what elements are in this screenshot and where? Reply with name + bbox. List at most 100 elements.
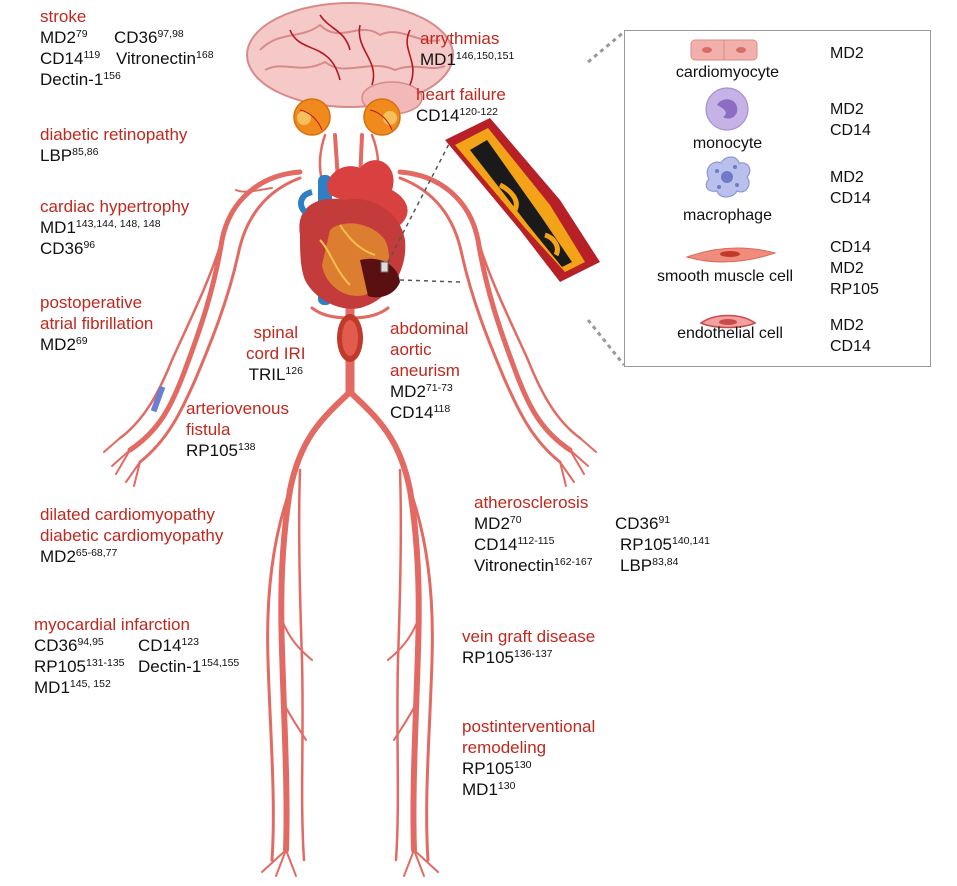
condition-myocardial-infarction: myocardial infarction CD3694,95 CD14123 … — [34, 614, 264, 698]
condition-diabetic-retinopathy: diabetic retinopathy LBP85,86 — [40, 124, 187, 166]
cell-type-legend: cardiomyocyte MD2 monocyte MD2 CD14 macr… — [624, 30, 931, 367]
marker-label: MD2 — [830, 317, 864, 334]
condition-postinterventional-remodeling: postinterventional remodeling RP105130 M… — [462, 716, 595, 800]
marker-label: MD2 — [830, 45, 864, 62]
cell-markers-monocyte: MD2 CD14 — [830, 99, 871, 141]
left-arm-vessels — [103, 169, 303, 487]
marker-label: RP105 — [830, 281, 879, 298]
condition-title-line1: abdominal — [390, 319, 469, 338]
marker-dectin1: Dectin-1156 — [40, 70, 121, 89]
marker-rp105: RP105138 — [186, 441, 256, 460]
cardiomyocyte-icon — [690, 39, 758, 61]
condition-vein-graft-disease: vein graft disease RP105136-137 — [462, 626, 595, 668]
right-arm-vessels — [397, 169, 597, 487]
marker-md1: MD1146,150,151 — [420, 50, 515, 69]
marker-rp105: RP105140,141 — [620, 535, 710, 554]
marker-label: CD14 — [830, 239, 871, 256]
condition-title-line2: cord IRI — [246, 344, 306, 363]
cell-illustrations — [685, 39, 777, 329]
marker-label: CD14 — [830, 190, 871, 207]
condition-title: cardiac hypertrophy — [40, 197, 190, 216]
condition-title-line2: remodeling — [462, 738, 547, 757]
marker-cd14: CD14119 — [40, 49, 101, 68]
condition-title: myocardial infarction — [34, 615, 190, 634]
cell-markers-macrophage: MD2 CD14 — [830, 167, 871, 209]
marker-dectin1: Dectin-1154,155 — [138, 657, 240, 676]
condition-title-line1: postinterventional — [462, 717, 596, 736]
condition-title: heart failure — [416, 85, 506, 104]
artery-plaque-icon — [445, 118, 600, 282]
marker-md2: MD269 — [40, 335, 88, 354]
condition-title-line2: aortic — [390, 340, 432, 359]
condition-title-line3: aneurism — [390, 361, 460, 380]
marker-md2: MD279 — [40, 28, 88, 47]
marker-md2: MD271-73 — [390, 382, 453, 401]
marker-md1: MD1143,144, 148, 148 — [40, 218, 161, 237]
cell-markers-smooth-muscle-cell: CD14 MD2 RP105 — [830, 237, 879, 300]
condition-title-line2: fistula — [186, 420, 231, 439]
marker-rp105: RP105130 — [462, 759, 532, 778]
condition-spinal-cord-iri: spinal cord IRI TRIL126 — [246, 322, 306, 385]
marker-cd36: CD3694,95 — [34, 636, 104, 655]
condition-title-line1: arteriovenous — [186, 399, 290, 418]
cell-name-endothelial-cell: endothelial cell — [677, 325, 783, 342]
condition-stroke: stroke MD279 CD3697,98 CD14119 Vitronect… — [40, 6, 270, 90]
marker-cd14: CD14112-115 — [474, 535, 555, 554]
condition-cardiomyopathy: dilated cardiomyopathy diabetic cardiomy… — [40, 504, 223, 567]
marker-lbp: LBP85,86 — [40, 146, 99, 165]
condition-title: diabetic retinopathy — [40, 125, 188, 144]
marker-md2: MD270 — [474, 514, 522, 533]
marker-vitronectin: Vitronectin168 — [116, 49, 214, 68]
condition-atherosclerosis: atherosclerosis MD270 CD3691 CD14112-115… — [474, 492, 719, 576]
marker-cd36: CD3697,98 — [114, 28, 184, 47]
leg-vessels — [261, 275, 439, 877]
condition-cardiac-hypertrophy: cardiac hypertrophy MD1143,144, 148, 148… — [40, 196, 189, 259]
marker-md1: MD1145, 152 — [34, 678, 111, 697]
cannula-icon — [150, 385, 166, 413]
condition-abdominal-aortic-aneurism: abdominal aortic aneurism MD271-73 CD141… — [390, 318, 468, 423]
cell-name-smooth-muscle-cell: smooth muscle cell — [656, 268, 794, 285]
marker-rp105: RP105136-137 — [462, 648, 553, 667]
condition-title-line1: dilated cardiomyopathy — [40, 505, 215, 524]
marker-cd36: CD3691 — [615, 514, 671, 533]
marker-label: MD2 — [830, 101, 864, 118]
marker-cd14: CD14120-122 — [416, 106, 499, 125]
marker-label: MD2 — [830, 260, 864, 277]
cell-markers-endothelial-cell: MD2 CD14 — [830, 315, 871, 357]
cell-name-cardiomyocyte: cardiomyocyte — [675, 64, 780, 81]
condition-heart-failure: heart failure CD14120-122 — [416, 84, 506, 126]
endothelial-cell-icon — [699, 314, 757, 329]
marker-md1: MD1130 — [462, 780, 516, 799]
marker-rp105: RP105131-135 — [34, 657, 125, 676]
condition-title: stroke — [40, 7, 87, 26]
condition-arteriovenous-fistula: arteriovenous fistula RP105138 — [186, 398, 289, 461]
marker-cd14: CD14123 — [138, 636, 199, 655]
marker-label: CD14 — [830, 122, 871, 139]
marker-label: CD14 — [830, 338, 871, 355]
marker-tril: TRIL126 — [248, 365, 303, 384]
marker-label: MD2 — [830, 169, 864, 186]
heart-icon — [298, 160, 408, 309]
condition-postoperative-af: postoperative atrial fibrillation MD269 — [40, 292, 153, 355]
marker-lbp: LBP83,84 — [620, 556, 679, 575]
cell-name-monocyte: monocyte — [692, 135, 763, 152]
condition-title-line1: postoperative — [40, 293, 143, 312]
condition-title-line2: diabetic cardiomyopathy — [40, 526, 224, 545]
condition-title-line2: atrial fibrillation — [40, 314, 154, 333]
macrophage-icon — [705, 156, 751, 198]
connector-lines — [387, 30, 626, 366]
condition-title: arrythmias — [420, 29, 500, 48]
condition-title: vein graft disease — [462, 627, 596, 646]
cell-name-macrophage: macrophage — [683, 207, 772, 224]
condition-title: atherosclerosis — [474, 493, 589, 512]
marker-md2: MD265-68,77 — [40, 547, 118, 566]
marker-vitronectin: Vitronectin162-167 — [474, 556, 593, 575]
marker-cd14: CD14118 — [390, 403, 451, 422]
cell-markers-cardiomyocyte: MD2 — [830, 43, 864, 64]
eye-icons — [293, 98, 401, 136]
marker-cd36: CD3696 — [40, 239, 96, 258]
smooth-muscle-cell-icon — [685, 247, 777, 263]
condition-arrythmias: arrythmias MD1146,150,151 — [420, 28, 514, 70]
